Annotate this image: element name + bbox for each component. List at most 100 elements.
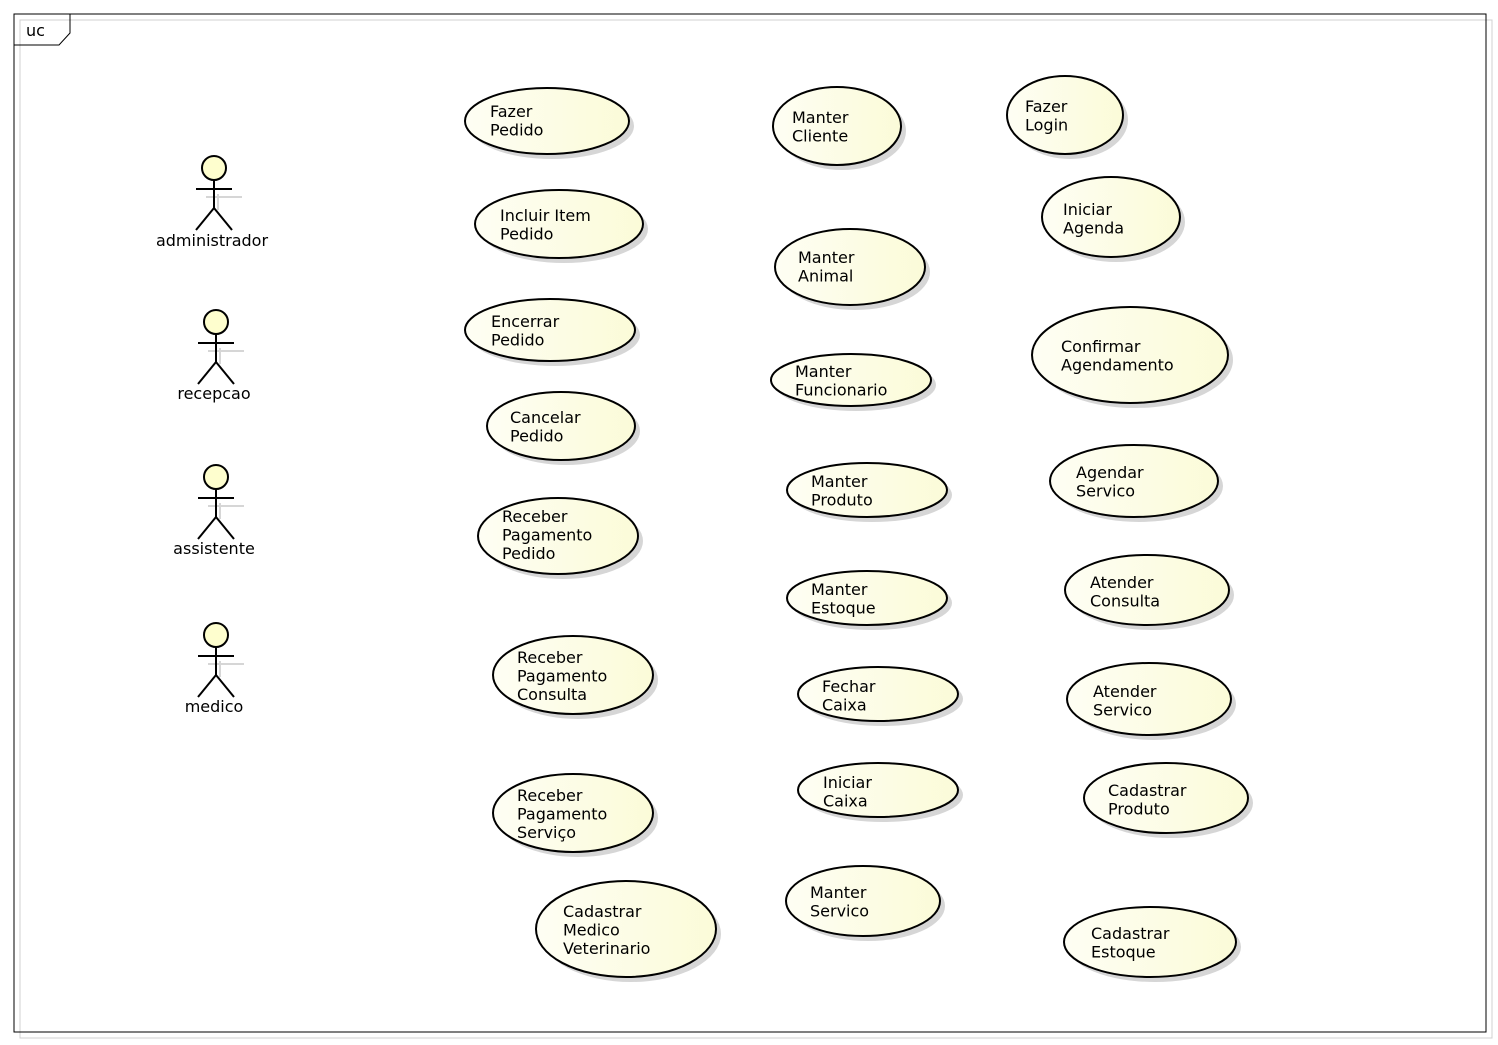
use-case-ellipse <box>1083 762 1249 834</box>
use-case-ellipse <box>772 86 902 166</box>
use-case-label-line: Agenda <box>1063 219 1124 238</box>
use-case-ellipse <box>797 762 959 818</box>
use-case-ellipse <box>477 497 639 575</box>
use-case-ellipse <box>474 189 644 259</box>
actor-label: medico <box>185 697 244 716</box>
use-case-label-line: Pedido <box>510 427 563 446</box>
actor-assistente[interactable]: assistente <box>173 464 255 558</box>
use-case-label-line: Pedido <box>491 331 544 350</box>
frame-tab <box>13 14 71 46</box>
use-case-label-line: Atender <box>1090 573 1154 592</box>
use-case-ellipse <box>486 391 636 461</box>
use-case-label-line: Consulta <box>1090 592 1160 611</box>
use-case-ellipse <box>1066 662 1232 736</box>
use-case-label-line: Iniciar <box>1063 200 1112 219</box>
use-case-ellipse <box>1006 75 1124 155</box>
use-case-label-line: Atender <box>1093 682 1157 701</box>
use-case-ellipse <box>492 773 654 853</box>
use-case-ellipse <box>797 666 959 722</box>
use-case-label-line: Estoque <box>811 599 876 618</box>
use-case-label-line: Estoque <box>1091 943 1156 962</box>
use-case-label-line: Produto <box>811 491 873 510</box>
actor-body <box>197 489 235 540</box>
actor-body <box>197 647 235 698</box>
actor-shadow <box>208 503 244 519</box>
use-case-label-line: Pedido <box>502 544 555 563</box>
use-case-label-line: Login <box>1025 116 1068 135</box>
use-case-label-line: Cadastrar <box>1091 924 1170 943</box>
actor-administrador[interactable]: administrador <box>156 155 269 250</box>
use-case-label-line: Manter <box>792 108 849 127</box>
uc-frame: uc <box>13 13 1493 1039</box>
use-case-ellipse <box>464 298 636 362</box>
actor-recepcao[interactable]: recepcao <box>177 309 251 403</box>
use-case-ellipse <box>770 353 932 407</box>
use-case-label-line: Fazer <box>490 102 533 121</box>
use-case-label-line: Cadastrar <box>563 902 642 921</box>
actor-label: recepcao <box>177 384 250 403</box>
use-case-label-line: Animal <box>798 267 853 286</box>
use-case-label-line: Receber <box>517 786 583 805</box>
use-case-label-line: Cliente <box>792 127 848 146</box>
use-case-label-line: Cancelar <box>510 408 581 427</box>
use-case-label-line: Agendamento <box>1061 356 1174 375</box>
use-case-label-line: Pedido <box>500 225 553 244</box>
use-case-ellipse <box>464 87 630 155</box>
use-case-ellipse <box>786 570 948 626</box>
use-case-label-line: Pagamento <box>517 805 607 824</box>
actor-medico[interactable]: medico <box>185 622 244 716</box>
use-case-ellipse <box>1031 306 1229 404</box>
use-case-label-line: Caixa <box>822 696 867 715</box>
use-case-ellipse <box>1064 554 1230 626</box>
use-case-label-line: Pedido <box>490 121 543 140</box>
use-case-label-line: Caixa <box>823 792 868 811</box>
actor-shadow <box>208 348 244 364</box>
actor-head <box>201 155 227 181</box>
use-case-label-line: Veterinario <box>563 939 650 958</box>
use-case-label-line: Servico <box>1076 482 1135 501</box>
use-case-ellipse <box>1063 906 1237 978</box>
use-case-label-line: Pagamento <box>502 526 592 545</box>
actor-label: assistente <box>173 539 255 558</box>
use-case-label-line: Manter <box>798 248 855 267</box>
use-case-label-line: Encerrar <box>491 312 560 331</box>
use-case-label-line: Fazer <box>1025 97 1068 116</box>
use-case-label-line: Pagamento <box>517 667 607 686</box>
use-case-label-line: Agendar <box>1076 463 1144 482</box>
use-case-ellipse <box>535 880 717 978</box>
use-case-ellipse <box>1041 176 1181 258</box>
use-case-label-line: Receber <box>517 648 583 667</box>
use-case-label-line: Iniciar <box>823 773 872 792</box>
use-case-label-line: Receber <box>502 507 568 526</box>
actor-head <box>203 464 229 490</box>
use-case-label-line: Confirmar <box>1061 337 1141 356</box>
frame-label: uc <box>26 21 45 40</box>
actor-label: administrador <box>156 231 269 250</box>
use-case-label-line: Manter <box>795 362 852 381</box>
